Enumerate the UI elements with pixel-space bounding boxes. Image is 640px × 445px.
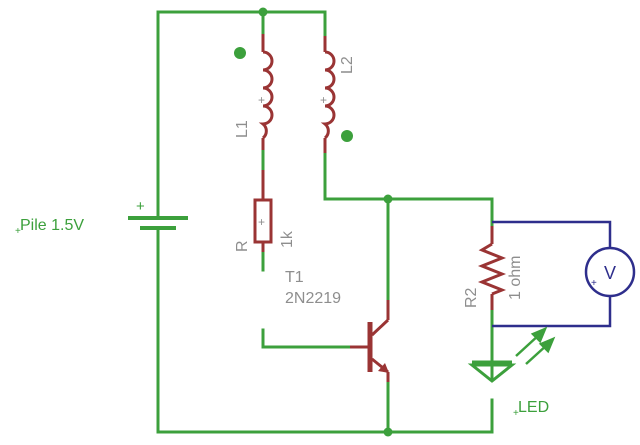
l2-phase-dot — [341, 130, 353, 142]
l2-polarity: + — [320, 93, 327, 107]
l1-phase-dot — [234, 47, 246, 59]
transistor-t1 — [350, 300, 390, 382]
led-emission-arrows — [515, 326, 556, 365]
voltmeter-origin-cross: + — [591, 278, 597, 289]
transistor-emitter-arrow — [378, 363, 389, 373]
resistor-r — [253, 170, 273, 252]
inductor-l2 — [320, 36, 336, 153]
battery-label: Pile 1.5V — [20, 217, 84, 234]
l1-label: L1 — [234, 120, 251, 138]
led-symbol — [467, 330, 517, 383]
resistor-r2-value: 1 ohm — [507, 256, 524, 300]
battery-origin-cross: + — [15, 226, 21, 237]
resistor-r2 — [477, 226, 507, 310]
inductor-l1 — [258, 34, 274, 150]
resistor-r-value: 1k — [279, 230, 296, 248]
led-origin-cross: + — [513, 408, 519, 419]
transistor-label: T1 — [285, 269, 304, 286]
l1-polarity: + — [258, 93, 265, 107]
l2-label: L2 — [339, 56, 356, 74]
resistor-r2-label: R2 — [463, 287, 480, 308]
resistor-r-polarity: + — [258, 215, 265, 229]
led-label: LED — [518, 399, 549, 416]
resistor-r-label: R — [234, 240, 251, 252]
junction-dots — [258, 7, 393, 437]
voltmeter: V + — [584, 246, 636, 298]
battery-polarity: + — [136, 198, 145, 215]
voltmeter-probe-wires — [492, 220, 612, 328]
battery-symbol — [128, 200, 188, 238]
transistor-part: 2N2219 — [285, 290, 341, 307]
voltmeter-symbol: V — [604, 263, 616, 283]
net-wires — [156, 10, 494, 434]
